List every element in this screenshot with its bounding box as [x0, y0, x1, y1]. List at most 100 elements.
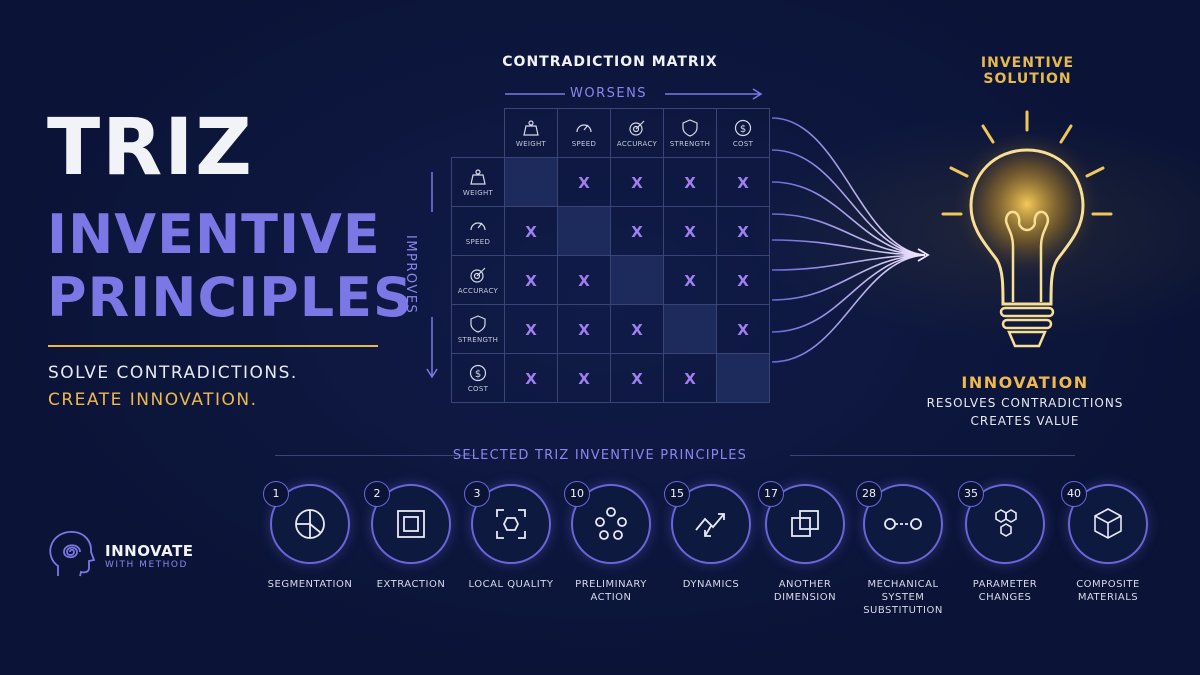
section-divider-right: [790, 455, 1075, 456]
linked-nodes-icon: [884, 518, 922, 530]
hero-subtitle-line2: PRINCIPLES: [47, 266, 413, 329]
matrix-cell: X: [716, 157, 770, 207]
principle-composite-materials: 40 COMPOSITE MATERIALS: [1058, 481, 1158, 604]
weight-icon: [470, 168, 486, 185]
hexagons-icon: [995, 509, 1017, 537]
matrix-title: CONTRADICTION MATRIX: [502, 54, 718, 70]
row-header-speed: SPEED: [451, 206, 505, 256]
principle-mechanical-system-substitution: 28 MECHANICAL SYSTEM SUBSTITUTION: [853, 481, 953, 617]
dollar-coin-icon: $: [469, 364, 487, 381]
matrix-cell: X: [663, 255, 717, 305]
matrix-cell: X: [504, 206, 558, 256]
principle-extraction: 2 EXTRACTION: [361, 481, 461, 591]
col-header-accuracy: ACCURACY: [610, 108, 664, 158]
matrix-cell: X: [557, 255, 611, 305]
row-header-cost: $ COST: [451, 353, 505, 403]
matrix-cell: X: [610, 304, 664, 354]
weight-icon: [523, 119, 539, 136]
flow-lines: [771, 117, 930, 363]
innovation-headline: INNOVATION: [961, 373, 1089, 392]
speedometer-icon: [576, 123, 592, 132]
principle-label: MECHANICAL SYSTEM SUBSTITUTION: [863, 579, 943, 616]
target-icon: [470, 267, 486, 283]
innovation-line2: CREATES VALUE: [970, 414, 1080, 428]
matrix-cell: [557, 206, 611, 256]
principles-title: SELECTED TRIZ INVENTIVE PRINCIPLES: [452, 448, 748, 463]
overlapping-squares-icon: [791, 510, 819, 537]
speedometer-icon: [470, 221, 486, 230]
principle-label: DYNAMICS: [682, 579, 740, 590]
matrix-cell: [610, 255, 664, 305]
focus-frame-icon: [496, 509, 526, 539]
brand-tagline: WITH METHOD: [105, 560, 188, 570]
matrix-cell: X: [716, 206, 770, 256]
principle-preliminary-action: 10 PRELIMINARY ACTION: [561, 481, 661, 604]
principle-number: 17: [758, 481, 784, 507]
hero-subtitle-line1: INVENTIVE: [47, 203, 381, 266]
svg-text:$: $: [740, 124, 746, 135]
shield-icon: [470, 314, 486, 333]
worsens-label: WORSENS: [570, 86, 648, 101]
col-header-speed: SPEED: [557, 108, 611, 158]
principle-label: LOCAL QUALITY: [468, 579, 554, 590]
svg-text:$: $: [475, 369, 481, 380]
principle-number: 2: [364, 481, 390, 507]
matrix-cell: X: [557, 353, 611, 403]
principle-label: PRELIMINARY ACTION: [575, 579, 647, 603]
principle-label: SEGMENTATION: [267, 579, 353, 590]
col-header-weight: WEIGHT: [504, 108, 558, 158]
innovation-line1: RESOLVES CONTRADICTIONS: [926, 396, 1124, 410]
matrix-cell: X: [663, 353, 717, 403]
principle-label: COMPOSITE MATERIALS: [1076, 579, 1140, 603]
solution-title: INVENTIVE SOLUTION: [980, 55, 1075, 87]
col-header-strength: STRENGTH: [663, 108, 717, 158]
nested-square-icon: [397, 510, 425, 538]
circles-cluster-icon: [595, 507, 627, 540]
matrix-cell: [504, 157, 558, 207]
principle-label: EXTRACTION: [376, 579, 446, 590]
matrix-cell: X: [716, 304, 770, 354]
matrix-cell: [663, 304, 717, 354]
hero-divider: [48, 345, 378, 347]
improves-label: IMPROVES: [403, 235, 418, 315]
matrix-corner: [452, 109, 505, 158]
row-header-accuracy: ACCURACY: [451, 255, 505, 305]
section-divider-left: [275, 455, 475, 456]
principle-number: 35: [958, 481, 984, 507]
matrix-cell: X: [504, 353, 558, 403]
head-spiral-icon: [49, 531, 96, 577]
principle-number: 40: [1061, 481, 1087, 507]
cube-icon: [1094, 508, 1122, 539]
zigzag-arrows-icon: [695, 513, 725, 537]
hero-title: TRIZ: [47, 103, 254, 193]
principle-label: PARAMETER CHANGES: [972, 579, 1038, 603]
principle-label: ANOTHER DIMENSION: [773, 579, 837, 603]
matrix-cell: X: [610, 353, 664, 403]
target-icon: [629, 120, 645, 136]
shield-icon: [682, 118, 698, 137]
matrix-cell: X: [557, 157, 611, 207]
row-header-weight: WEIGHT: [451, 157, 505, 207]
dollar-coin-icon: $: [734, 119, 752, 136]
principle-segmentation: 1 SEGMENTATION: [260, 481, 360, 591]
row-header-strength: STRENGTH: [451, 304, 505, 354]
lightbulb-icon: [941, 110, 1113, 348]
matrix-cell: X: [663, 206, 717, 256]
principle-parameter-changes: 35 PARAMETER CHANGES: [955, 481, 1055, 604]
matrix-cell: X: [557, 304, 611, 354]
segmented-circle-icon: [295, 509, 325, 539]
principle-local-quality: 3 LOCAL QUALITY: [461, 481, 561, 591]
matrix-cell: X: [663, 157, 717, 207]
principle-number: 15: [664, 481, 690, 507]
principle-number: 1: [263, 481, 289, 507]
matrix-cell: X: [716, 255, 770, 305]
worsens-arrow: [505, 88, 763, 100]
matrix-cell: X: [504, 304, 558, 354]
col-header-cost: $ COST: [716, 108, 770, 158]
principle-number: 3: [464, 481, 490, 507]
tagline-line2: CREATE INNOVATION.: [48, 390, 258, 410]
matrix-cell: X: [610, 157, 664, 207]
contradiction-matrix: WEIGHT SPEED ACCURACY STRENGTH $ COST WE…: [451, 108, 770, 403]
principle-dynamics: 15 DYNAMICS: [661, 481, 761, 591]
improves-arrow: [426, 172, 438, 379]
